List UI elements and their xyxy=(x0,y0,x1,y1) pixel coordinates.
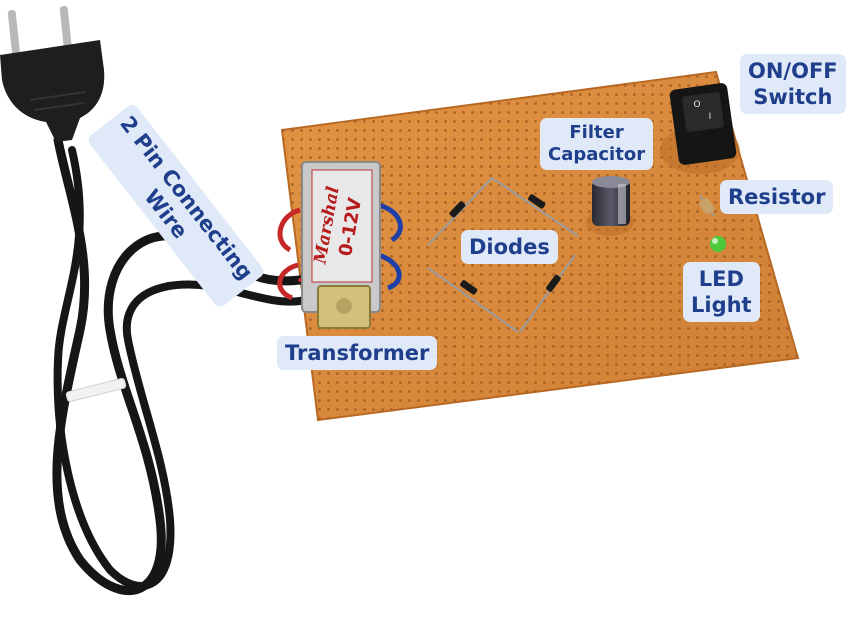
switch-on-mark: I xyxy=(709,112,712,122)
led-component xyxy=(710,236,726,252)
switch-off-mark: O xyxy=(693,100,700,110)
label-resistor-text: Resistor xyxy=(728,185,826,209)
label-led-light: LED Light xyxy=(683,262,760,322)
capacitor-component xyxy=(586,176,634,236)
label-switch-line1: ON/OFF xyxy=(748,59,838,83)
plug-icon xyxy=(0,6,105,142)
transformer-component xyxy=(277,161,403,329)
resistor-component xyxy=(699,195,715,217)
diode-bodies xyxy=(449,194,561,295)
label-diodes-text: Diodes xyxy=(469,235,550,259)
label-transformer-text: Transformer xyxy=(285,341,430,365)
label-filter-capacitor: Filter Capacitor xyxy=(540,118,654,170)
label-transformer: Transformer xyxy=(277,336,438,370)
label-diodes: Diodes xyxy=(461,230,558,264)
label-onoff-switch: ON/OFF Switch xyxy=(740,54,846,114)
label-capacitor-line2: Capacitor xyxy=(548,144,646,165)
switch-component xyxy=(660,83,740,174)
label-capacitor-line1: Filter xyxy=(569,122,624,143)
label-switch-line2: Switch xyxy=(753,85,833,109)
label-led-line2: Light xyxy=(691,293,752,317)
label-led-line1: LED xyxy=(698,267,744,291)
label-resistor: Resistor xyxy=(720,180,834,214)
